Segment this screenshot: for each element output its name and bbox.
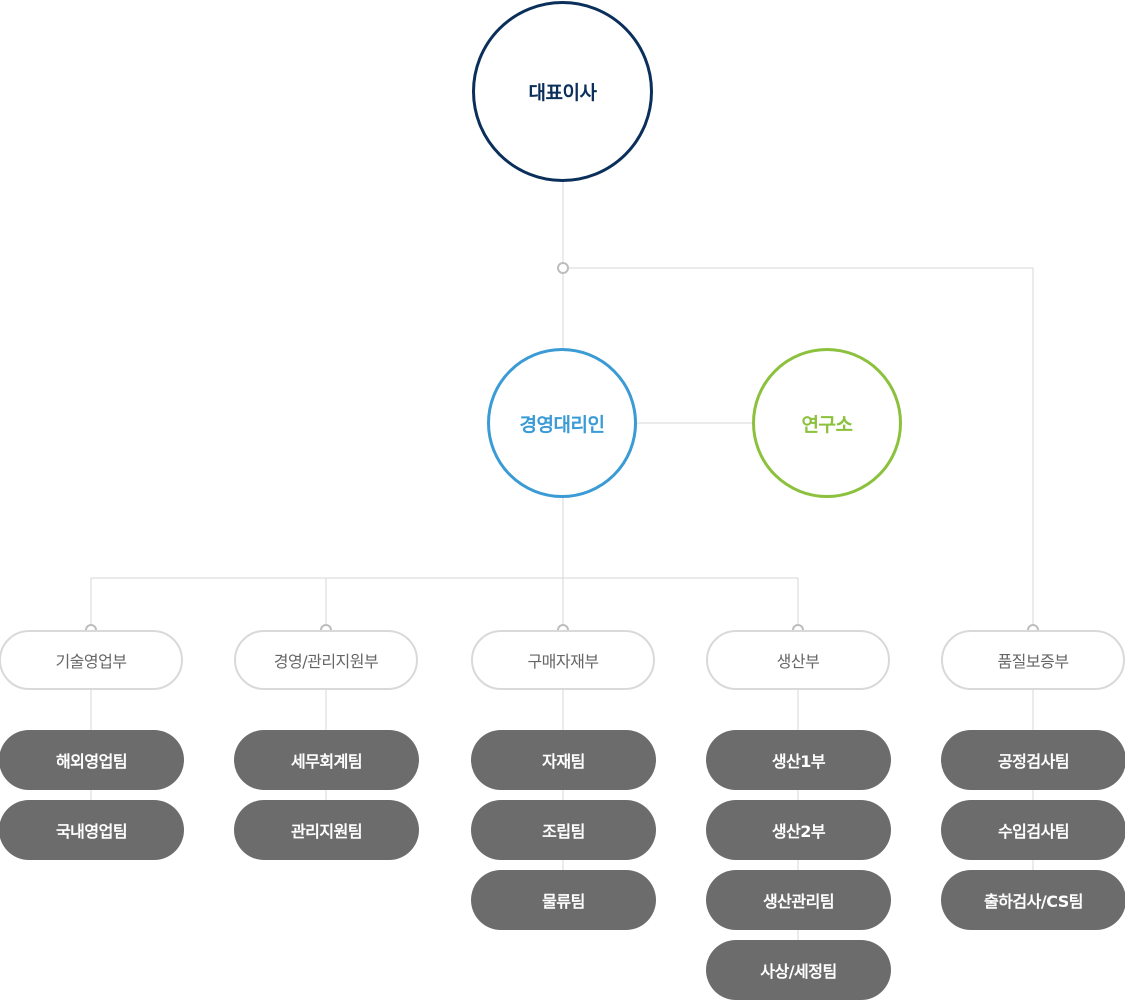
management-agent-node: 경영대리인: [487, 348, 637, 498]
department-node-2: 경영/관리지원부: [234, 630, 418, 690]
team-node-3-3: 물류팀: [471, 870, 656, 930]
department-node-5: 품질보증부: [941, 630, 1125, 690]
ceo-node: 대표이사: [472, 1, 653, 182]
team-node-1-1: 해외영업팀: [0, 730, 184, 790]
team-node-5-1: 공정검사팀: [941, 730, 1125, 790]
team-node-3-1: 자재팀: [471, 730, 656, 790]
research-lab-node: 연구소: [752, 348, 902, 498]
department-node-3: 구매자재부: [471, 630, 655, 690]
junction-dot-top: [557, 262, 569, 274]
team-node-2-2: 관리지원팀: [234, 800, 419, 860]
department-node-1: 기술영업부: [0, 630, 183, 690]
team-node-4-2: 생산2부: [706, 800, 891, 860]
department-node-4: 생산부: [706, 630, 890, 690]
team-node-4-4: 사상/세정팀: [706, 940, 891, 1000]
team-node-5-3: 출하검사/CS팀: [941, 870, 1125, 930]
team-node-5-2: 수입검사팀: [941, 800, 1125, 860]
team-node-3-2: 조립팀: [471, 800, 656, 860]
team-node-4-3: 생산관리팀: [706, 870, 891, 930]
team-node-4-1: 생산1부: [706, 730, 891, 790]
team-node-2-1: 세무회계팀: [234, 730, 419, 790]
team-node-1-2: 국내영업팀: [0, 800, 184, 860]
